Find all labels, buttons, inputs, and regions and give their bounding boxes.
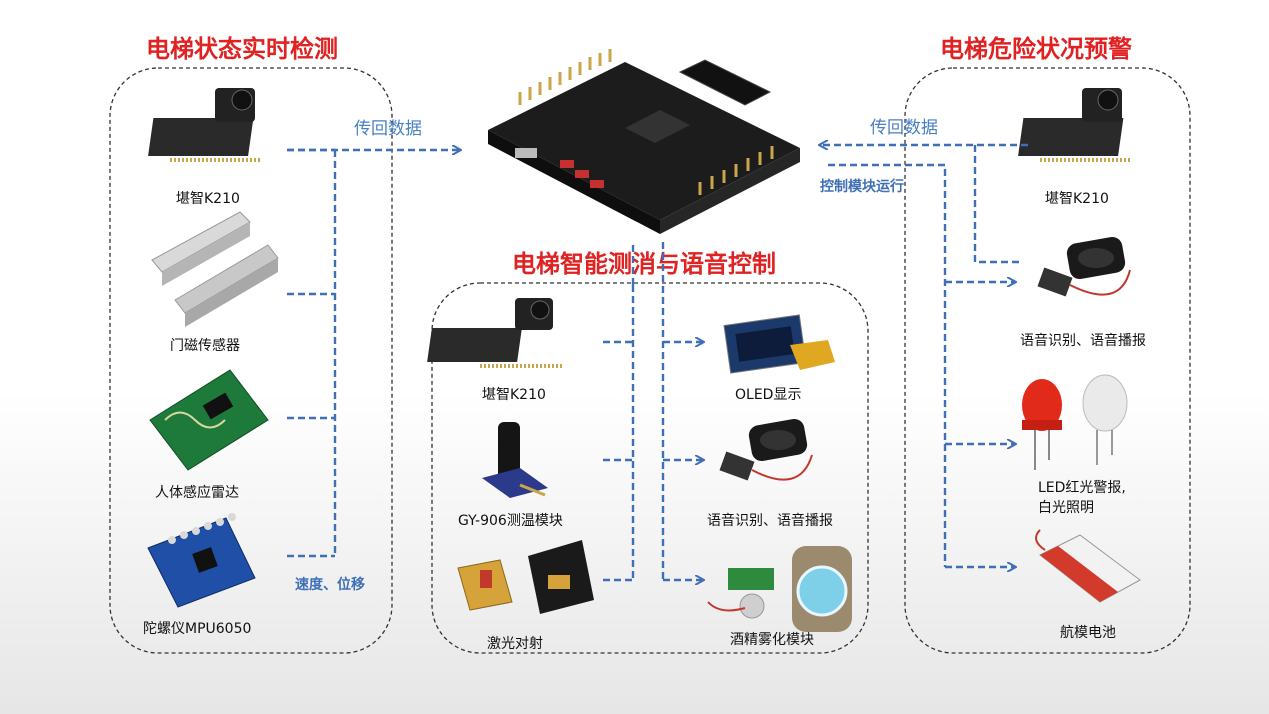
control-label: 控制模块运行 bbox=[820, 178, 904, 195]
warn-title: 电梯危险状况预警 bbox=[940, 34, 1132, 63]
return-label-right: 传回数据 bbox=[870, 118, 938, 138]
led-label-line2: 白光照明 bbox=[1038, 500, 1094, 516]
middle-k210-label: 堪智K210 bbox=[482, 387, 546, 403]
warn-group-box bbox=[904, 67, 1191, 654]
atomizer-label: 酒精雾化模块 bbox=[730, 632, 814, 648]
radar-label: 人体感应雷达 bbox=[155, 484, 239, 501]
middle-k210-image bbox=[427, 298, 562, 368]
led-label-line1: LED红光警报, bbox=[1038, 480, 1126, 496]
middle-voice-label: 语音识别、语音播报 bbox=[707, 512, 833, 529]
laser-label: 激光对射 bbox=[487, 635, 543, 652]
control-bus bbox=[828, 163, 947, 567]
main-board bbox=[488, 49, 800, 234]
speed-label: 速度、位移 bbox=[295, 576, 365, 593]
door-sensor-label: 门磁传感器 bbox=[170, 337, 240, 354]
right-k210-image bbox=[1018, 88, 1132, 162]
return-label-left: 传回数据 bbox=[354, 119, 422, 139]
left-door-sensor-image bbox=[151, 211, 279, 327]
gy906-image bbox=[482, 422, 548, 498]
right-led-image bbox=[1022, 374, 1128, 470]
gy906-label: GY-906测温模块 bbox=[458, 513, 563, 529]
oled-image bbox=[723, 314, 835, 374]
disinfect-group-box bbox=[431, 282, 869, 654]
right-k210-voice-link bbox=[973, 145, 1020, 264]
middle-speaker-image bbox=[719, 418, 813, 481]
right-battery-image bbox=[1035, 529, 1141, 603]
battery-label: 航模电池 bbox=[1060, 625, 1116, 641]
left-k210-label: 堪智K210 bbox=[176, 191, 240, 207]
right-k210-label: 堪智K210 bbox=[1045, 191, 1109, 207]
oled-label: OLED显示 bbox=[735, 387, 801, 403]
right-voice-label: 语音识别、语音播报 bbox=[1020, 332, 1146, 349]
laser-image bbox=[457, 540, 594, 614]
gyro-label: 陀螺仪MPU6050 bbox=[143, 621, 251, 637]
left-k210-image bbox=[148, 88, 262, 162]
left-gyro-image bbox=[147, 513, 256, 608]
disinfect-title: 电梯智能测消与语音控制 bbox=[512, 249, 776, 278]
detect-group-box bbox=[109, 67, 393, 654]
right-speaker-image bbox=[1037, 236, 1131, 297]
left-radar-image bbox=[149, 369, 269, 471]
detect-title: 电梯状态实时检测 bbox=[146, 34, 338, 63]
middle-sensor-bus bbox=[603, 285, 635, 582]
left-sensor-bus bbox=[287, 148, 337, 558]
atomizer-image bbox=[707, 546, 852, 632]
